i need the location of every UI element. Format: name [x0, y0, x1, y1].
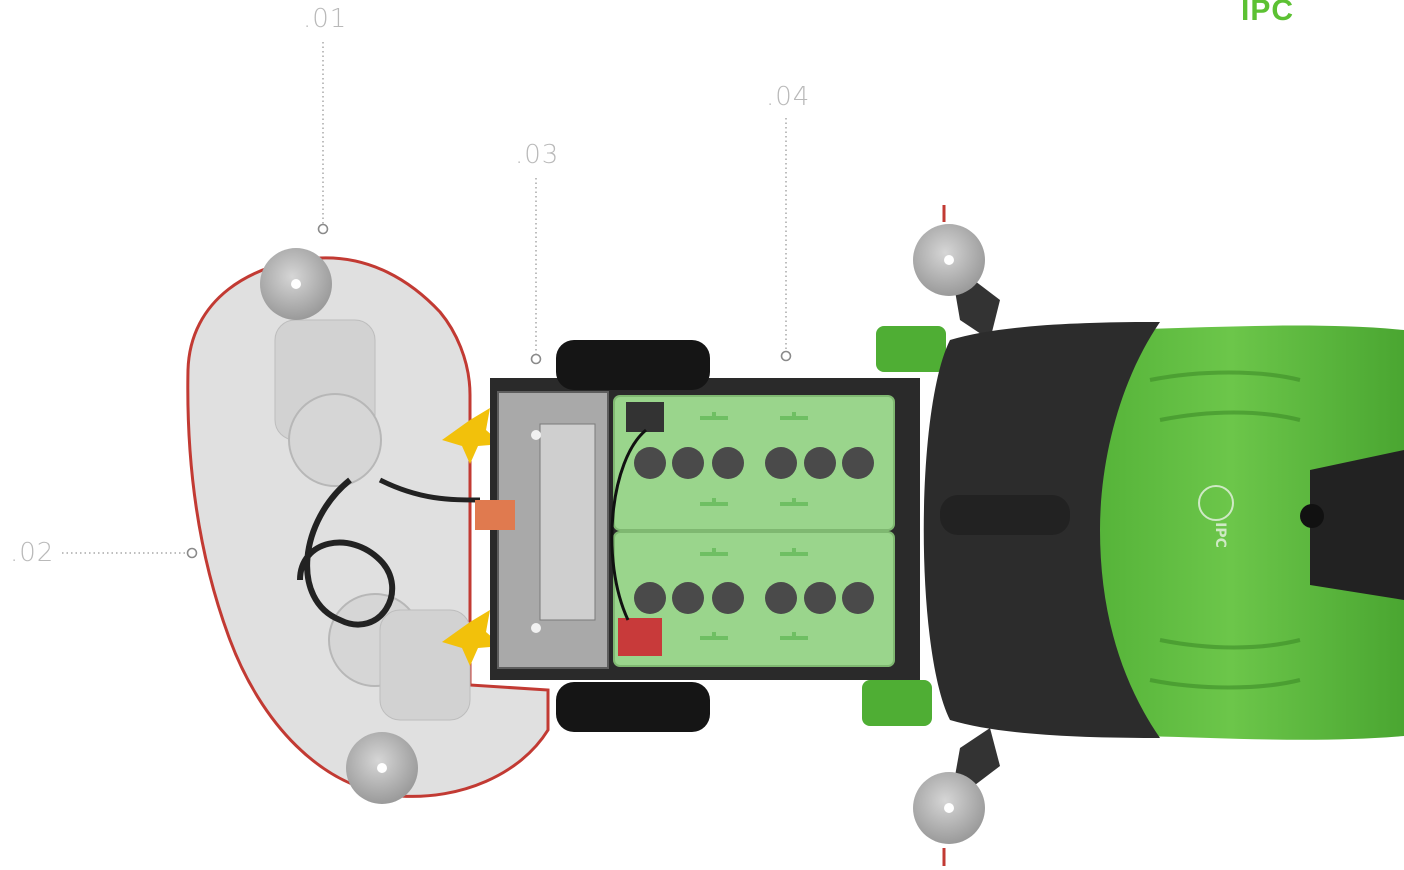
scrub-deck: [186, 248, 550, 804]
wiring-harness: [297, 477, 396, 628]
callout-leaders: [62, 42, 787, 554]
callout-label-04: .04: [766, 82, 811, 112]
battery-cell-caps: [634, 447, 874, 614]
marker-02: [186, 547, 198, 559]
battery-pack: [610, 395, 895, 667]
side-pod-upper: [876, 326, 946, 372]
brand-logo-text: IPC: [1240, 0, 1294, 27]
control-box-cover: [539, 423, 596, 621]
deck-latch-lower-icon: [442, 610, 502, 666]
rear-body: IPC: [862, 205, 1404, 866]
motor-mount-lower: [379, 609, 471, 721]
ipc-logo-badge-icon: [1198, 485, 1234, 521]
battery-terminal-red: [618, 618, 662, 656]
side-pod-lower: [862, 680, 932, 726]
marker-01: [317, 223, 329, 235]
green-body-shell: [1057, 325, 1404, 740]
ipc-logo-text: IPC: [1212, 522, 1228, 548]
battery-terminal-black: [626, 402, 664, 432]
callout-label-01: .01: [303, 4, 348, 34]
deck-latch-upper-icon: [442, 408, 502, 464]
marker-03: [530, 353, 542, 365]
battery-lower: [613, 531, 895, 667]
marker-04: [780, 350, 792, 362]
drive-wheel-upper: [556, 340, 710, 390]
battery-upper: [613, 395, 895, 531]
drive-wheel-lower: [556, 682, 710, 732]
callout-label-02: .02: [10, 538, 55, 568]
battery-links: [700, 412, 808, 640]
brush-motor-upper: [288, 393, 382, 487]
callout-markers: [186, 223, 792, 559]
cowl-handle-slot: [940, 495, 1070, 535]
operator-console: [1310, 450, 1404, 600]
callout-label-03: .03: [515, 140, 560, 170]
connector-block: [475, 500, 515, 530]
